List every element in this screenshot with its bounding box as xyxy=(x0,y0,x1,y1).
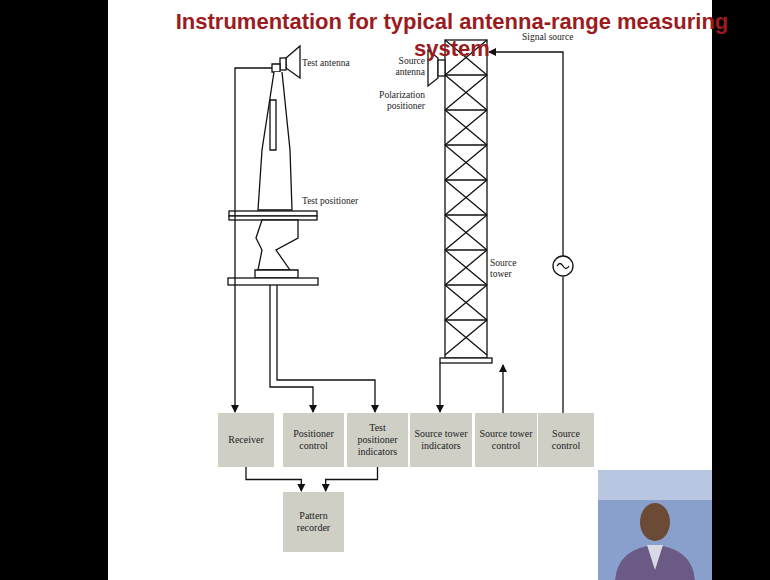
box-label: Source tower control xyxy=(475,426,537,454)
part-label: Source tower xyxy=(490,258,540,280)
instrument-box: Pattern recorder xyxy=(283,492,344,552)
instrument-box: Source tower indicators xyxy=(410,413,472,467)
presenter-video xyxy=(598,470,712,580)
box-label: Source control xyxy=(538,426,594,454)
part-label: Test antenna xyxy=(302,58,362,69)
part-label: Polarization positioner xyxy=(353,90,425,112)
signal-connector xyxy=(246,467,301,491)
instrument-box: Test positioner indicators xyxy=(347,413,408,467)
box-label: Positioner control xyxy=(283,426,344,454)
box-label: Receiver xyxy=(225,432,267,448)
slide-title: Instrumentation for typical antenna-rang… xyxy=(172,8,732,62)
instrument-box: Source tower control xyxy=(475,413,537,467)
instrument-box: Receiver xyxy=(218,413,274,467)
box-label: Test positioner indicators xyxy=(347,420,408,460)
instrument-box: Positioner control xyxy=(283,413,344,467)
box-label: Source tower indicators xyxy=(410,426,472,454)
part-label: Test positioner xyxy=(302,196,372,207)
part-label: Source antenna xyxy=(370,56,425,78)
part-label: Signal source xyxy=(522,32,577,43)
signal-connector xyxy=(326,467,378,491)
box-label: Pattern recorder xyxy=(283,508,344,536)
instrument-box: Source control xyxy=(538,413,594,467)
